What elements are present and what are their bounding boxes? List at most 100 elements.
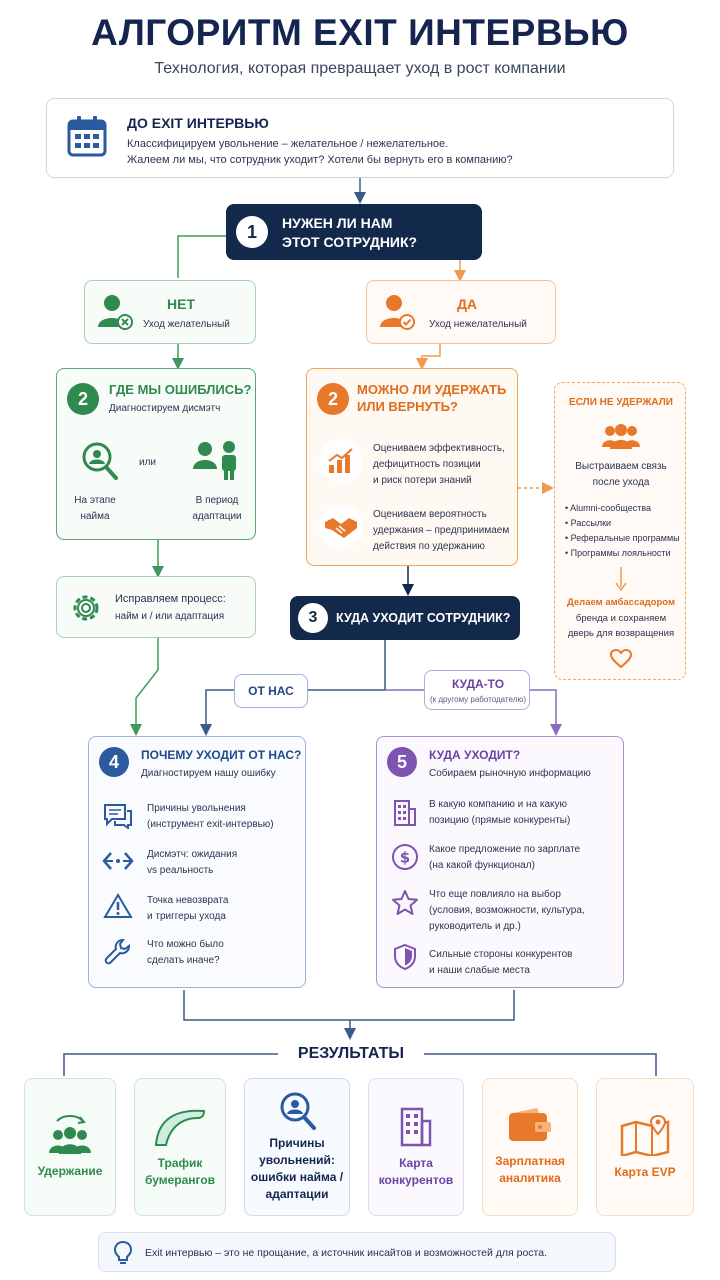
question-1-box: 1 НУЖЕН ЛИ НАМ ЭТОТ СОТРУДНИК?	[226, 204, 482, 260]
somewhere-sub: (к другому работодателю)	[429, 695, 527, 704]
step-number: 5	[387, 747, 417, 777]
page-subtitle: Технология, которая превращает уход в ро…	[154, 60, 566, 77]
before-title: ДО EXIT ИНТЕРВЬЮ	[127, 115, 269, 131]
result-label: конкурентов	[378, 1173, 454, 1187]
fix-box: Исправляем процесс: найм и / или адаптац…	[56, 576, 256, 638]
users-group-icon	[602, 424, 640, 449]
why-box: 4 ПОЧЕМУ УХОДИТ ОТ НАС? Диагностируем на…	[88, 736, 306, 988]
growth-chart-icon	[328, 448, 353, 473]
where-item2-l1: Какое предложение по зарплате	[429, 844, 581, 855]
results-title: РЕЗУЛЬТАТЫ	[297, 1045, 405, 1062]
chat-icon	[104, 804, 132, 829]
yes-label: ДА	[456, 296, 478, 312]
why-item1-l1: Причины увольнения	[147, 803, 246, 814]
yes-box: ДА Уход нежелательный	[366, 280, 556, 344]
no-sub: Уход желательный	[143, 319, 230, 330]
wallet-icon	[509, 1108, 551, 1141]
where-item3-l1: Что еще повлияло на выбор	[429, 889, 561, 900]
retention-users-icon	[49, 1114, 91, 1154]
why-item3-l2: и триггеры ухода	[147, 911, 226, 922]
where-item1-l2: позицию (прямые конкуренты)	[429, 815, 571, 826]
step-number: 1	[236, 216, 268, 248]
result-label: Причины	[269, 1136, 325, 1150]
result-label: ошибки найма /	[250, 1170, 344, 1184]
or-label: или	[139, 457, 157, 468]
bullet-item: • Рассылки	[565, 518, 612, 528]
where-item4-l2: и наши слабые места	[429, 965, 530, 976]
result-card-boomerang: Трафик бумерангов	[134, 1078, 226, 1216]
retain-item2-l2: удержания – предпринимаем	[373, 525, 510, 536]
where-item1-l1: В какую компанию и на какую	[429, 799, 568, 810]
notkept-sub-l1: Выстраиваем связь	[575, 461, 667, 472]
question-3-box: 3 КУДА УХОДИТ СОТРУДНИК?	[290, 596, 520, 640]
result-label: увольнений:	[259, 1153, 335, 1167]
why-item4-l1: Что можно было	[147, 939, 224, 950]
notkept-title: ЕСЛИ НЕ УДЕРЖАЛИ	[569, 397, 673, 408]
result-label: адаптации	[265, 1187, 329, 1201]
arrow-down-icon	[615, 567, 627, 591]
result-label: Трафик	[157, 1156, 203, 1170]
onboarding-users-icon	[193, 441, 236, 480]
retain-item2-l1: Оцениваем вероятность	[373, 509, 487, 520]
why-item2-l1: Дисмэтч: ожидания	[147, 849, 238, 860]
retain-title-l2: ИЛИ ВЕРНУТЬ?	[357, 399, 458, 414]
no-label: НЕТ	[167, 296, 195, 312]
result-card-competitors: Карта конкурентов	[368, 1078, 464, 1216]
notkept-amb-l3: дверь для возвращения	[567, 628, 675, 639]
notkept-sub-l2: после ухода	[592, 477, 650, 488]
footer-note: Exit интервью – это не прощание, а источ…	[98, 1232, 616, 1272]
building-icon	[394, 800, 416, 826]
search-user-icon	[280, 1092, 316, 1130]
why-item1-l2: (инструмент exit-интервью)	[147, 819, 274, 830]
calendar-icon	[67, 116, 107, 157]
boomerang-icon	[154, 1109, 206, 1146]
result-card-salary: Зарплатная аналитика	[482, 1078, 578, 1216]
left-l2: найма	[80, 511, 110, 522]
dollar-icon: $	[392, 844, 418, 870]
step-number: 2	[317, 383, 349, 415]
notkept-amb-l2: бренда и сохраняем	[575, 613, 667, 624]
why-title: ПОЧЕМУ УХОДИТ ОТ НАС?	[141, 748, 302, 762]
retain-title-l1: МОЖНО ЛИ УДЕРЖАТЬ	[357, 382, 507, 397]
search-user-icon	[82, 442, 118, 480]
mistake-sub: Диагностируем дисмэтч	[109, 403, 221, 414]
user-check-icon	[380, 295, 415, 330]
right-l2: адаптации	[192, 511, 242, 522]
retain-item1-l1: Оцениваем эффективность,	[373, 443, 505, 454]
fix-line2: найм и / или адаптация	[115, 611, 225, 622]
q1-line1: НУЖЕН ЛИ НАМ	[282, 215, 393, 231]
not-kept-box: ЕСЛИ НЕ УДЕРЖАЛИ Выстраиваем связь после…	[554, 382, 686, 680]
retain-box: 2 МОЖНО ЛИ УДЕРЖАТЬ ИЛИ ВЕРНУТЬ? Оценива…	[306, 368, 518, 566]
heart-icon	[610, 649, 632, 669]
result-label: аналитика	[499, 1171, 561, 1185]
page-title: АЛГОРИТМ EXIT ИНТЕРВЬЮ	[91, 12, 629, 53]
wrench-icon	[104, 939, 130, 965]
result-label: бумерангов	[144, 1173, 216, 1187]
no-box: НЕТ Уход желательный	[84, 280, 256, 344]
retain-item2-l3: действия по удержанию	[373, 541, 485, 552]
retain-item1-l3: и риск потери знаний	[373, 475, 472, 486]
why-item4-l2: сделать иначе?	[147, 955, 220, 966]
mismatch-arrows-icon	[102, 852, 134, 870]
before-line2: Жалеем ли мы, что сотрудник уходит? Хоте…	[127, 154, 513, 166]
result-label: Карта EVP	[614, 1164, 676, 1179]
mistake-title: ГДЕ МЫ ОШИБЛИСЬ?	[109, 382, 252, 397]
left-l1: На этапе	[74, 495, 116, 506]
result-label: Удержание	[37, 1163, 103, 1178]
q3-label: КУДА УХОДИТ СОТРУДНИК?	[336, 611, 511, 625]
where-box: 5 КУДА УХОДИТ? Собираем рыночную информа…	[376, 736, 624, 988]
notkept-amb-l1: Делаем амбассадором	[567, 597, 675, 608]
somewhere-box: КУДА-ТО (к другому работодателю)	[424, 670, 530, 710]
handshake-icon	[325, 518, 357, 538]
right-l1: В период	[195, 495, 239, 506]
user-remove-icon	[98, 295, 133, 330]
step-number: 4	[99, 747, 129, 777]
footer-text: Exit интервью – это не прощание, а источ…	[145, 1247, 548, 1259]
building-icon	[400, 1107, 432, 1147]
why-item3-l1: Точка невозврата	[147, 895, 229, 906]
star-icon	[392, 890, 418, 915]
why-sub: Диагностируем нашу ошибку	[141, 768, 276, 779]
result-label: Зарплатная	[495, 1154, 565, 1168]
where-sub: Собираем рыночную информацию	[429, 768, 591, 779]
result-label: Карта	[399, 1156, 433, 1170]
